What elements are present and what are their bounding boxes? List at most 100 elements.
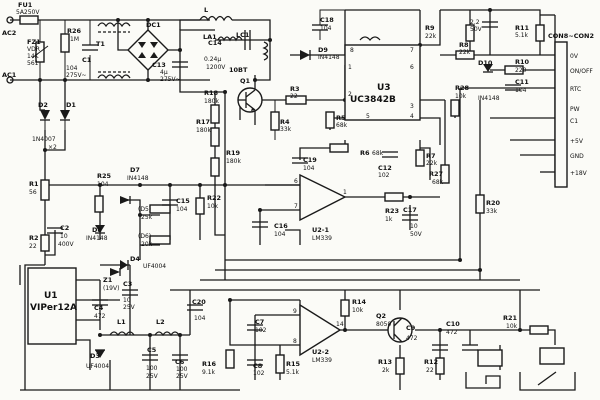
resistor-r13 [395,357,405,375]
label-c11-val: 104 [515,87,527,94]
label-d9: D9 [318,46,328,54]
label-c11: C11 [515,78,529,86]
label-c6-val: 100 [176,366,188,373]
label-d7: D7 [130,166,140,174]
label-r19-val: 180k [226,158,241,165]
inductor-l2 [154,331,180,337]
resistor-r18 [210,104,220,124]
label-c1-v: 275V~ [66,72,87,79]
resistor-r2 [40,234,50,252]
label-r14: R14 [352,298,367,306]
label-r7-val: 22k [426,160,438,167]
label-r3: R3 [290,85,300,93]
wires [10,9,556,391]
label-connector-title: CON8~CON2 [548,32,594,40]
pin-u21-1: 1 [343,189,347,196]
capacitor-c17 [402,214,418,221]
capacitor-c19 [292,157,308,164]
label-r23-val: 1k [385,216,393,223]
resistor-r4 [270,111,280,131]
terminal-ac2 [6,16,14,24]
label-r28-val: 10k [455,93,467,100]
label-r1: R1 [29,180,39,188]
label-c5-v: 25V [146,373,159,380]
capacitor-c12 [382,151,398,158]
diode-d1 [60,110,70,130]
transformer-t1 [97,22,131,80]
label-c6-v: 25V [176,373,189,380]
capacitor-c20 [187,304,203,311]
label-c16: C16 [274,222,288,230]
label-fu1: FU1 [18,1,33,9]
resistor-r22 [195,197,205,215]
label-u2-2-type: LM339 [312,357,332,364]
resistor-r7 [415,149,425,167]
label-c20: C20 [192,298,206,306]
label-c4-val: 472 [94,313,106,320]
connector-pin-rtc: RTC [570,86,581,93]
label-d10-val: IN4148 [478,95,500,102]
diode-d10 [483,64,493,73]
label-t1: T1 [96,40,105,48]
diode-d3 [95,349,105,358]
ic-u3 [344,44,421,121]
label-c17-val: 10 [410,223,418,230]
label-r18: R18 [204,89,219,97]
pin-u22-8: 8 [293,338,297,345]
label-r19: R19 [226,149,241,157]
label-r9-val: 22k [425,33,437,40]
label-c12-val: 102 [378,172,390,179]
pin-u3-4: 4 [410,113,414,120]
label-r21: R21 [503,314,518,322]
label-d8-val: IN4148 [86,235,108,242]
zener-z1 [110,268,121,276]
pin-u22-9: 9 [293,308,297,315]
label-r6-val: 68k [372,150,384,157]
label-r23: R23 [385,207,399,215]
resistor-r20 [475,194,485,214]
label-r1-val: 56 [29,189,37,196]
resistor-r16 [225,349,235,369]
label-r18-val: 180k [204,98,219,105]
label-r27-val: 68k [432,179,444,186]
pin-u3-1: 1 [348,64,352,71]
capacitor-c6 [172,354,188,361]
label-c12: C12 [378,164,392,172]
fuse-fu1 [19,15,39,25]
label-dc1: DC1 [146,21,161,29]
label-d12-mult: ×2 [48,144,57,151]
label-r16: R16 [202,360,217,368]
resistor-r9 [465,24,475,42]
label-q2: Q2 [376,312,386,320]
connector-pin-onoff: ON/OFF [570,68,593,75]
drive-transformer [359,36,381,42]
label-c1-val: 104 [66,65,78,72]
label-d8: D8 [92,226,102,234]
label-ac2: AC2 [2,29,16,37]
label-d1: D1 [66,101,76,109]
label-u1-type: VIPer12A [30,303,77,313]
coil-lc1 [262,41,269,61]
label-r3-val: 22 [290,93,298,100]
inductor-l1 [109,331,135,337]
resistor-r23 [384,192,404,202]
capacitor-c4 [92,299,108,306]
connector-pin-gnd: GND [570,153,584,160]
resistor-r5 [325,111,335,129]
label-c15: C15 [176,197,190,205]
label-c3b: C3 [123,280,132,288]
sensor-connector-left [465,349,503,389]
inductor-l [199,15,233,22]
label-r2-val: 22 [29,243,37,250]
label-ac1: AC1 [2,71,17,79]
label-lc1: LC1 [236,31,250,39]
label-r21-val: 10k [506,323,518,330]
label-r22-val: 10k [207,203,219,210]
label-r6: R6 [360,149,370,157]
label-z1: Z1 [103,276,113,284]
label-c22-v: 50V [470,26,483,33]
capacitor-c16 [252,221,268,228]
label-d5: (D5) [138,206,151,213]
label-q2-type: 8050 [376,321,391,328]
